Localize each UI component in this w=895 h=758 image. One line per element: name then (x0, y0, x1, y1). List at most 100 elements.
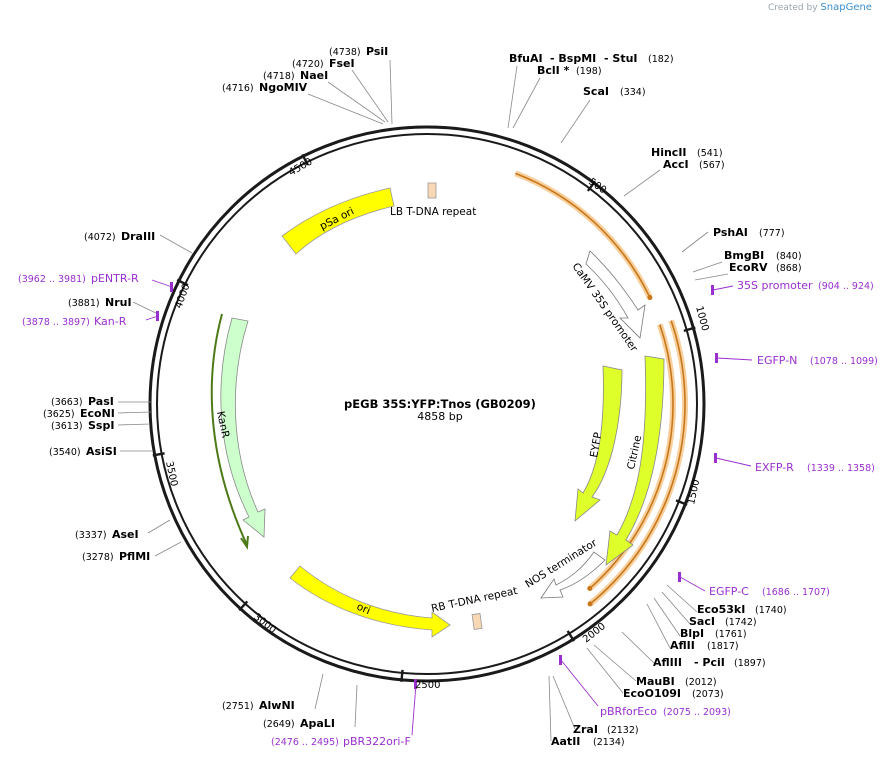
enzyme-bmgbi[interactable]: BmgBI (724, 249, 764, 262)
orf-arc-3-head (587, 585, 593, 591)
plasmid-name: pEGB 35S:YFP:Tnos (GB0209) (344, 397, 536, 411)
primer-pbrforeco[interactable]: pBRforEco (600, 705, 657, 718)
credit-prefix: Created by (768, 3, 818, 13)
enzyme-acci[interactable]: AccI (663, 158, 689, 171)
feature-psa-ori[interactable]: pSa ori (281, 187, 395, 255)
enzyme-pos-nrui: (3881) (68, 298, 100, 309)
enzyme-pshai[interactable]: PshAI (713, 226, 748, 239)
orf-arc-1[interactable] (515, 172, 651, 298)
primer-mark-egfp-c[interactable] (678, 572, 681, 582)
enzyme-maubi[interactable]: MauBI (636, 675, 675, 688)
enzyme-leader-18 (552, 675, 576, 730)
snapgene-credit: Created by SnapGene (768, 2, 872, 13)
enzyme-stui[interactable]: - StuI (604, 52, 638, 65)
enzyme-scai[interactable]: ScaI (583, 85, 609, 98)
primer-35s-promoter[interactable]: 35S promoter (737, 279, 813, 292)
enzyme-leader-28 (132, 301, 159, 315)
enzyme-ecorv[interactable]: EcoRV (729, 261, 768, 274)
feature-ori[interactable]: ori (289, 565, 451, 638)
enzyme-leader-23 (147, 519, 171, 534)
enzyme-ngomiv[interactable]: NgoMIV (259, 81, 308, 94)
enzyme-alwni[interactable]: AlwNI (259, 699, 295, 712)
enzyme-nrui[interactable]: NruI (105, 296, 132, 309)
enzyme-pos-pcii: (1897) (734, 658, 766, 669)
enzyme-pos-ngomiv: (4716) (222, 83, 254, 94)
enzyme-afliii[interactable]: AflIII (653, 656, 682, 669)
feature-eyfp[interactable]: EYFP (574, 365, 623, 522)
enzyme-pos-stui: (182) (648, 54, 674, 65)
primer-mark-kan-r[interactable] (156, 311, 159, 321)
primer-mark-exfp-r[interactable] (714, 453, 717, 463)
primer-kan-r[interactable]: Kan-R (94, 315, 127, 328)
tick-mark-3500 (152, 452, 165, 457)
enzyme-pos-maubi: (2012) (685, 677, 717, 688)
enzyme-bspmi[interactable]: - BspMI (550, 52, 596, 65)
enzyme-saci[interactable]: SacI (689, 615, 715, 628)
primer-pbr322ori-f[interactable]: pBR322ori-F (343, 735, 411, 748)
primer-pentr-r[interactable]: pENTR-R (91, 272, 139, 285)
primer-egfp-n[interactable]: EGFP-N (757, 354, 797, 367)
enzyme-pos-zrai: (2132) (607, 725, 639, 736)
feature-label-eyfp: EYFP (588, 431, 604, 458)
snapgene-logo: SnapGene (820, 2, 872, 13)
enzyme-psii[interactable]: PsiI (366, 45, 388, 58)
feature-kanr[interactable]: KanR (210, 313, 266, 550)
enzyme-pos-psii: (4738) (329, 47, 361, 58)
enzyme-econi[interactable]: EcoNI (80, 407, 115, 420)
enzyme-leader-26 (117, 411, 152, 414)
enzyme-pos-scai: (334) (620, 87, 646, 98)
enzyme-aatii[interactable]: AatII (551, 735, 580, 748)
enzyme-leader-25 (117, 423, 151, 426)
primer-mark-pentr-r[interactable] (170, 282, 173, 292)
enzyme-aflii[interactable]: AflII (670, 639, 695, 652)
primer-leader-exfp-r (715, 457, 752, 467)
tick-mark-500 (586, 180, 597, 192)
enzyme-pasi[interactable]: PasI (88, 395, 114, 408)
enzyme-bfuai[interactable]: BfuAI (509, 52, 543, 65)
primer-leader-pbr322ori-f (411, 683, 417, 736)
primer-mark-pbr322ori-f[interactable] (414, 679, 417, 689)
primer-mark-egfp-n[interactable] (715, 353, 718, 363)
enzyme-sspi[interactable]: SspI (88, 419, 114, 432)
enzyme-hincii[interactable]: HincII (651, 146, 687, 159)
orf-arc-2[interactable] (589, 320, 686, 605)
tick-marks (152, 153, 696, 682)
enzyme-apali[interactable]: ApaLI (300, 717, 335, 730)
enzyme-naei[interactable]: NaeI (300, 69, 328, 82)
tick-mark-3000 (238, 600, 249, 612)
primer-egfp-c[interactable]: EGFP-C (709, 585, 749, 598)
enzyme-asei[interactable]: AseI (112, 528, 139, 541)
enzyme-pflmi[interactable]: PflMI (119, 550, 150, 563)
primer-range-pbr322ori-f: (2476 .. 2495) (271, 737, 339, 748)
enzyme-pos-fsei: (4720) (292, 59, 324, 70)
enzyme-ecoo109i[interactable]: EcoO109I (623, 687, 681, 700)
enzyme-leader-12 (661, 591, 691, 625)
primer-range-egfp-n: (1078 .. 1099) (810, 356, 878, 367)
enzyme-pos-bmgbi: (840) (776, 251, 802, 262)
primer-range-egfp-c: (1686 .. 1707) (762, 587, 830, 598)
enzyme-fsei[interactable]: FseI (329, 57, 355, 70)
enzyme-leader-3 (307, 93, 384, 125)
feature-lb-tdna-repeat[interactable]: LB T-DNA repeat (390, 182, 476, 218)
enzyme-pos-ecoo109i: (2073) (692, 689, 724, 700)
orf-arc-3[interactable] (589, 324, 674, 590)
tick-label-4500: 4500 (287, 156, 315, 178)
primer-mark-35s-promoter[interactable] (711, 285, 714, 295)
enzyme-leader-0 (389, 59, 393, 125)
backbone-inner-ring (156, 133, 698, 675)
enzyme-pos-bcli: (198) (576, 66, 602, 77)
enzyme-eco53ki[interactable]: Eco53kI (697, 603, 745, 616)
tick-mark-4500 (301, 153, 309, 166)
primer-range-35s-promoter: (904 .. 924) (818, 281, 874, 292)
enzyme-pos-alwni: (2751) (222, 701, 254, 712)
primer-exfp-r[interactable]: EXFP-R (755, 461, 794, 474)
enzyme-pcii[interactable]: - PciI (694, 656, 725, 669)
enzyme-asisi[interactable]: AsiSI (86, 445, 117, 458)
enzyme-zrai[interactable]: ZraI (573, 723, 598, 736)
enzyme-bcli[interactable]: BclI * (537, 64, 570, 77)
primer-mark-pbrforeco[interactable] (559, 655, 562, 665)
enzyme-draiii[interactable]: DraIII (121, 230, 155, 243)
enzyme-blpi[interactable]: BlpI (680, 627, 704, 640)
enzyme-leader-22 (154, 541, 182, 557)
enzyme-pos-pflmi: (3278) (82, 552, 114, 563)
